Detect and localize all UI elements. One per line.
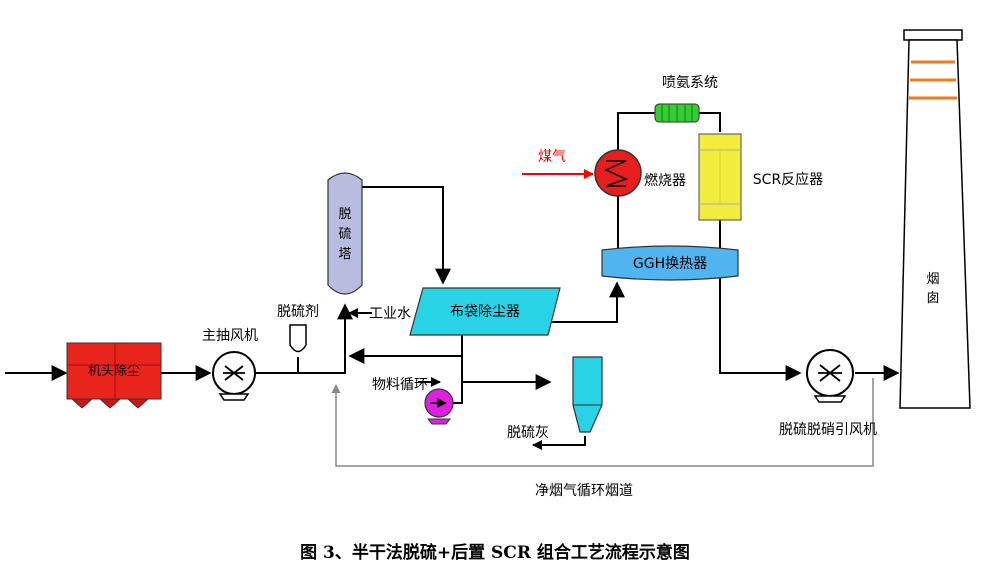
ash-hopper: 脱硫灰	[507, 356, 603, 441]
desulf-tower-char-3: 塔	[338, 247, 351, 262]
fan-to-tower-arrow	[256, 303, 353, 374]
flow-lines	[5, 112, 900, 450]
scr-reactor-label: SCR反应器	[753, 171, 823, 188]
ggh-heat-exchanger: GGH换热器	[601, 245, 739, 281]
bag-filter-to-ggh-arrow	[548, 281, 625, 323]
gas-label: 煤气	[538, 149, 566, 165]
ggh-label: GGH换热器	[633, 255, 707, 272]
material-recycle-label: 物料循环	[372, 377, 428, 393]
tower-to-bag-filter-arrow	[362, 186, 451, 285]
desulf-tower-char-1: 脱	[338, 207, 351, 222]
bag-filter-label: 布袋除尘器	[450, 304, 520, 320]
main-fan-label: 主抽风机	[202, 328, 258, 344]
industrial-water-label: 工业水	[369, 306, 411, 322]
head-dust-remover: 机头除尘	[66, 342, 162, 409]
bag-filter-to-ash-hopper-arrow	[461, 335, 552, 390]
burner-label: 燃烧器	[644, 172, 686, 189]
chimney: 烟 囱	[899, 29, 971, 409]
ammonia-injection-system: 喷氨系统	[654, 75, 718, 123]
ammonia-system-label: 喷氨系统	[662, 75, 718, 91]
gas-inlet: 煤气	[522, 149, 594, 179]
chimney-char-1: 烟	[926, 272, 939, 287]
desulf-ash-label: 脱硫灰	[507, 425, 549, 441]
burner: 燃烧器	[594, 149, 686, 197]
head-dust-remover-label: 机头除尘	[88, 364, 140, 379]
bag-filter: 布袋除尘器	[409, 287, 561, 336]
clean-gas-recycle-duct	[331, 378, 874, 467]
id-fan-label: 脱硫脱硝引风机	[779, 422, 877, 438]
burner-to-ammonia-line	[617, 112, 655, 150]
chimney-char-2: 囱	[926, 291, 939, 306]
desulf-ash-arrow	[532, 436, 586, 450]
main-fan: 主抽风机	[202, 328, 258, 401]
figure-caption: 图 3、半干法脱硫+后置 SCR 组合工艺流程示意图	[300, 542, 690, 563]
material-recycle-pump: 物料循环	[372, 377, 454, 425]
scr-reactor: SCR反应器	[698, 133, 823, 221]
desulfurizer-label: 脱硫剂	[277, 304, 319, 320]
ammonia-to-scr-line	[698, 112, 721, 132]
desulf-tower-char-2: 硫	[338, 227, 351, 242]
id-fan: 脱硫脱硝引风机	[779, 349, 877, 438]
desulfurization-tower: 脱 硫 塔	[327, 172, 363, 295]
desulfurizer-silo: 脱硫剂	[277, 304, 319, 353]
ggh-to-id-fan-arrow	[719, 278, 802, 381]
clean-gas-recycle-label: 净烟气循环烟道	[535, 483, 633, 499]
